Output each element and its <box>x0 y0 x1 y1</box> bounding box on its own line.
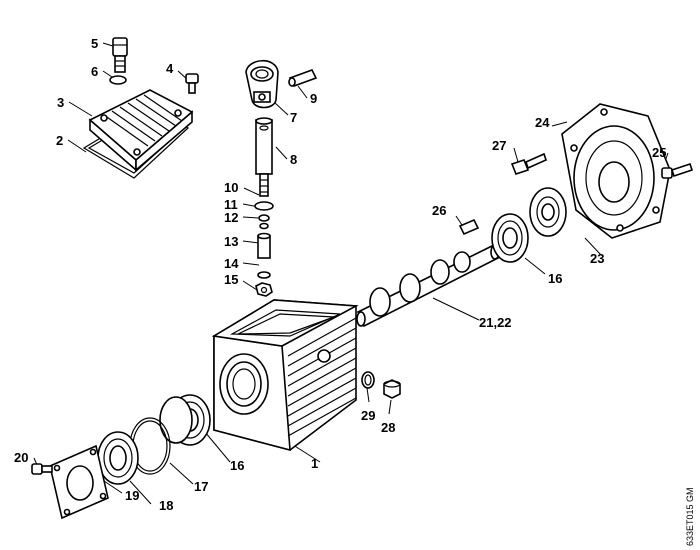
label-4: 4 <box>166 61 174 76</box>
part-6-o-ring <box>109 75 127 85</box>
label-12: 12 <box>224 210 238 225</box>
part-19-plate <box>49 444 109 520</box>
part-28-plug <box>383 379 401 399</box>
part-3-cover <box>88 89 194 172</box>
part-21-22-camshaft <box>356 244 500 328</box>
crankcase-fins <box>287 317 357 437</box>
part-26-key <box>458 218 480 236</box>
part-7-rod-head <box>245 59 279 109</box>
part-11-ring <box>258 214 270 222</box>
label-27: 27 <box>492 138 506 153</box>
part-20-screw <box>31 463 53 475</box>
label-5: 5 <box>91 36 98 51</box>
label-7: 7 <box>290 110 297 125</box>
label-10: 10 <box>224 180 238 195</box>
part-10-washer <box>254 201 274 211</box>
label-1: 1 <box>311 456 318 471</box>
part-14-ring <box>257 271 271 279</box>
label-3: 3 <box>57 95 64 110</box>
label-23: 23 <box>590 251 604 266</box>
label-2: 2 <box>56 133 63 148</box>
part-16-bearing-left <box>159 394 211 446</box>
label-28: 28 <box>381 420 395 435</box>
label-16-left: 16 <box>230 458 244 473</box>
part-12-seal <box>259 222 269 230</box>
part-4-screw <box>185 73 199 94</box>
label-14: 14 <box>224 256 239 271</box>
label-26: 26 <box>432 203 446 218</box>
part-24-flange <box>561 103 671 239</box>
part-1-crankcase <box>211 299 359 452</box>
label-18: 18 <box>159 498 173 513</box>
label-9: 9 <box>310 91 317 106</box>
label-8: 8 <box>290 152 297 167</box>
label-29: 29 <box>361 408 375 423</box>
label-16-right: 16 <box>548 271 562 286</box>
label-20: 20 <box>14 450 28 465</box>
label-17: 17 <box>194 479 208 494</box>
part-15-nut <box>255 282 273 297</box>
label-25: 25 <box>652 145 666 160</box>
label-13: 13 <box>224 234 238 249</box>
part-labels: 1 2 3 4 5 6 7 8 9 10 11 12 13 14 15 16 1… <box>14 36 666 513</box>
label-6: 6 <box>91 64 98 79</box>
part-16-bearing-right <box>491 213 529 263</box>
label-19: 19 <box>125 488 139 503</box>
label-11: 11 <box>224 197 238 212</box>
part-25-screw <box>661 162 694 179</box>
part-9-pin <box>288 69 318 87</box>
label-21-22: 21,22 <box>479 315 512 330</box>
part-27-screw <box>510 152 547 175</box>
part-13-sleeve <box>257 232 271 259</box>
label-15: 15 <box>224 272 238 287</box>
part-29-ring <box>361 371 375 389</box>
part-5-fitting <box>112 37 128 73</box>
part-18-bearing <box>97 431 139 485</box>
diagram-reference-code: 633ET015 GM <box>685 487 695 546</box>
part-23-seal <box>529 187 567 237</box>
label-24: 24 <box>535 115 550 130</box>
part-8-piston-rod <box>255 117 273 197</box>
